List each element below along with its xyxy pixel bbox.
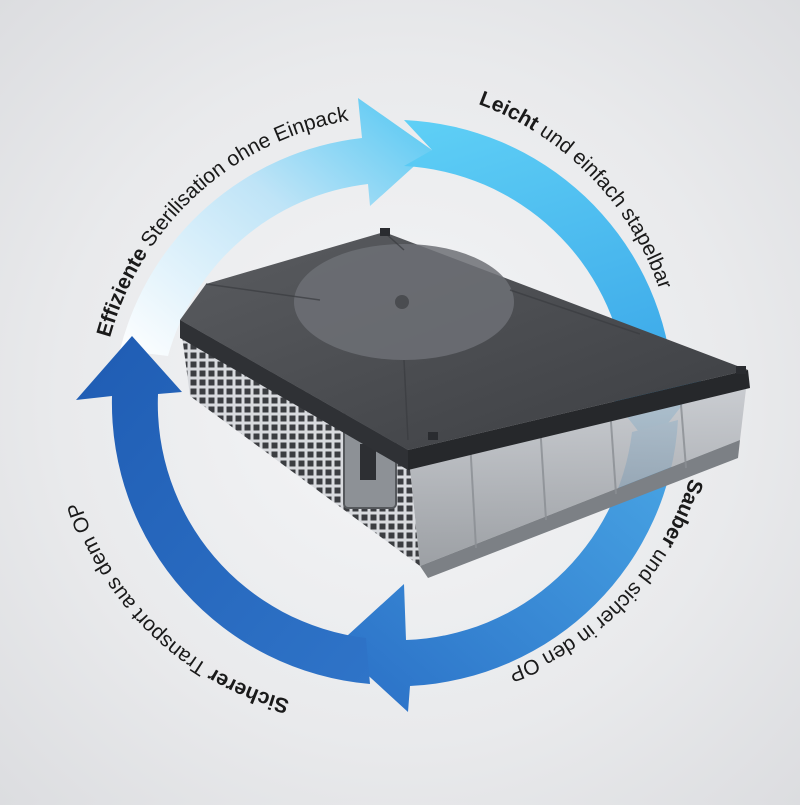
sterile-container-image (180, 228, 750, 578)
cycle-arrow-bottom-left (76, 336, 370, 684)
cycle-arrow-bottom-right (336, 420, 678, 712)
cycle-arrow-top-left (120, 98, 432, 356)
